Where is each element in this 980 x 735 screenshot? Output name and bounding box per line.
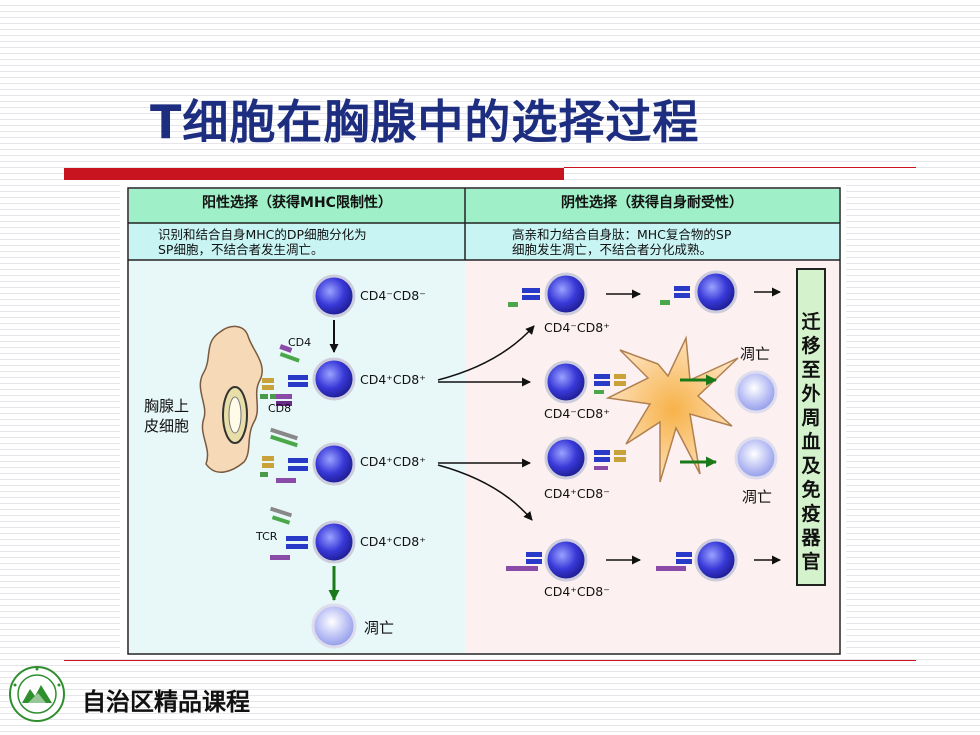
apoptosis-label: 凋亡 (742, 488, 773, 506)
cell-label: CD4⁺CD8⁺ (360, 372, 426, 387)
tcr-mhc-engaged-icon (594, 374, 626, 394)
migration-char: 移 (801, 335, 821, 357)
migration-char: 血 (801, 431, 821, 453)
title-accent-bar (64, 168, 564, 180)
sp-cd8-cell-icon (544, 272, 588, 316)
migration-char: 迁 (801, 311, 821, 333)
dp-thymocyte-unbound-icon (312, 520, 356, 564)
cell-label: CD4⁻CD8⁻ (360, 288, 426, 303)
tcr-cd4-icon (506, 552, 542, 571)
apoptotic-cell-icon (734, 370, 778, 414)
tcr-mhc-engaged-icon (594, 450, 626, 470)
dp-thymocyte-icon (312, 357, 356, 401)
epithelial-label-line2: 皮细胞 (144, 417, 190, 435)
migration-char: 周 (801, 407, 821, 429)
migration-char: 及 (801, 455, 821, 477)
selection-diagram (127, 187, 841, 655)
mhc-complex-icon (260, 378, 278, 477)
tcr-label: TCR (256, 530, 278, 543)
cell-label: CD4⁺CD8⁻ (544, 486, 610, 501)
migration-box: 迁移至外周血及免疫器官 (796, 268, 826, 586)
positive-description-line1: 识别和结合自身MHC的DP细胞分化为 (158, 227, 367, 242)
cell-label: CD4⁻CD8⁺ (544, 320, 610, 335)
sp-cd4-cell-icon (544, 436, 588, 480)
title-rule (564, 167, 916, 168)
negative-description-line2: 细胞发生凋亡，不结合者分化成熟。 (512, 242, 713, 257)
university-seal-icon (9, 666, 65, 722)
mature-cd8-cell-icon (694, 270, 738, 314)
cell-label: CD4⁺CD8⁺ (360, 454, 426, 469)
negative-selection-header: 阴性选择（获得自身耐受性） (561, 195, 743, 211)
migration-char: 器 (801, 527, 821, 549)
epithelial-label-line1: 胸腺上 (144, 397, 190, 415)
cell-label: CD4⁺CD8⁺ (360, 534, 426, 549)
positive-description-line2: SP细胞，不结合者发生凋亡。 (158, 242, 324, 257)
slide-title: T细胞在胸腺中的选择过程 (150, 95, 700, 149)
cell-label: CD4⁺CD8⁻ (544, 584, 610, 599)
apoptosis-label: 凋亡 (364, 619, 395, 637)
apoptosis-label: 凋亡 (740, 345, 771, 363)
tcr-bound-mhc-icon (270, 427, 308, 483)
apoptotic-cell-icon (311, 603, 357, 649)
branch-arrow-icon (437, 464, 533, 521)
migration-char: 官 (801, 551, 821, 573)
tcr-unbound-icon (269, 506, 308, 560)
tcr-cd4-cd8-icon (276, 344, 308, 406)
dn-thymocyte-icon (312, 274, 356, 318)
sp-cd4-cell-icon (544, 538, 588, 582)
sp-cd8-cell-icon (544, 360, 588, 404)
dendritic-cell-icon (605, 335, 739, 483)
positive-selection-header: 阳性选择（获得MHC限制性） (202, 195, 392, 211)
mature-cd4-cell-icon (694, 538, 738, 582)
cd4-label: CD4 (288, 336, 312, 349)
apoptotic-cell-icon (734, 436, 778, 480)
course-name: 自治区精品课程 (82, 688, 250, 716)
migration-char: 外 (801, 383, 821, 405)
tcr-cd8-icon (508, 288, 540, 307)
cd8-label: CD8 (268, 402, 292, 415)
migration-char: 免 (801, 479, 821, 501)
migration-char: 疫 (801, 503, 821, 525)
footer-rule (64, 660, 916, 661)
cell-label: CD4⁻CD8⁺ (544, 406, 610, 421)
selection-diagram-panel: 阳性选择（获得MHC限制性） 阴性选择（获得自身耐受性） 识别和结合自身MHC的… (120, 182, 846, 658)
branch-arrow-icon (437, 325, 535, 381)
negative-description-line1: 高亲和力结合自身肽：MHC复合物的SP (512, 227, 732, 242)
dp-thymocyte-bound-icon (312, 442, 356, 486)
migration-char: 至 (801, 359, 821, 381)
migration-label: 迁移至外周血及免疫器官 (798, 310, 824, 574)
